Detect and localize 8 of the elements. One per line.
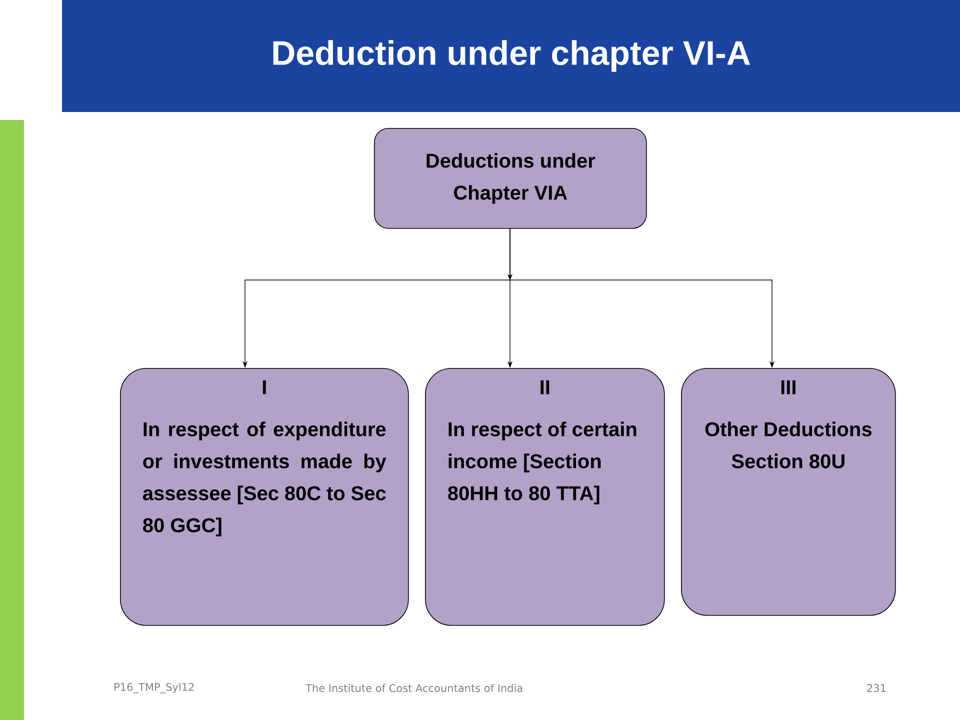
- footer-text: 231: [867, 684, 886, 692]
- slide-title: Deduction under chapter VI-A: [273, 40, 750, 72]
- box: III Other Deductions Section 80U: [681, 368, 896, 616]
- footer-text: The Institute of Cost Accountants of India: [306, 684, 522, 692]
- box: II In respect of certain income [Section 80HH to 80 TTA]: [425, 368, 665, 626]
- box: I In respect of expenditure or investments made by assessee [Sec 80C to Sec 80 GGC]: [120, 368, 409, 626]
- footer-text: P16_TMP_Syl12: [114, 682, 194, 694]
- box: Deductions under Chapter VIA: [374, 128, 647, 229]
